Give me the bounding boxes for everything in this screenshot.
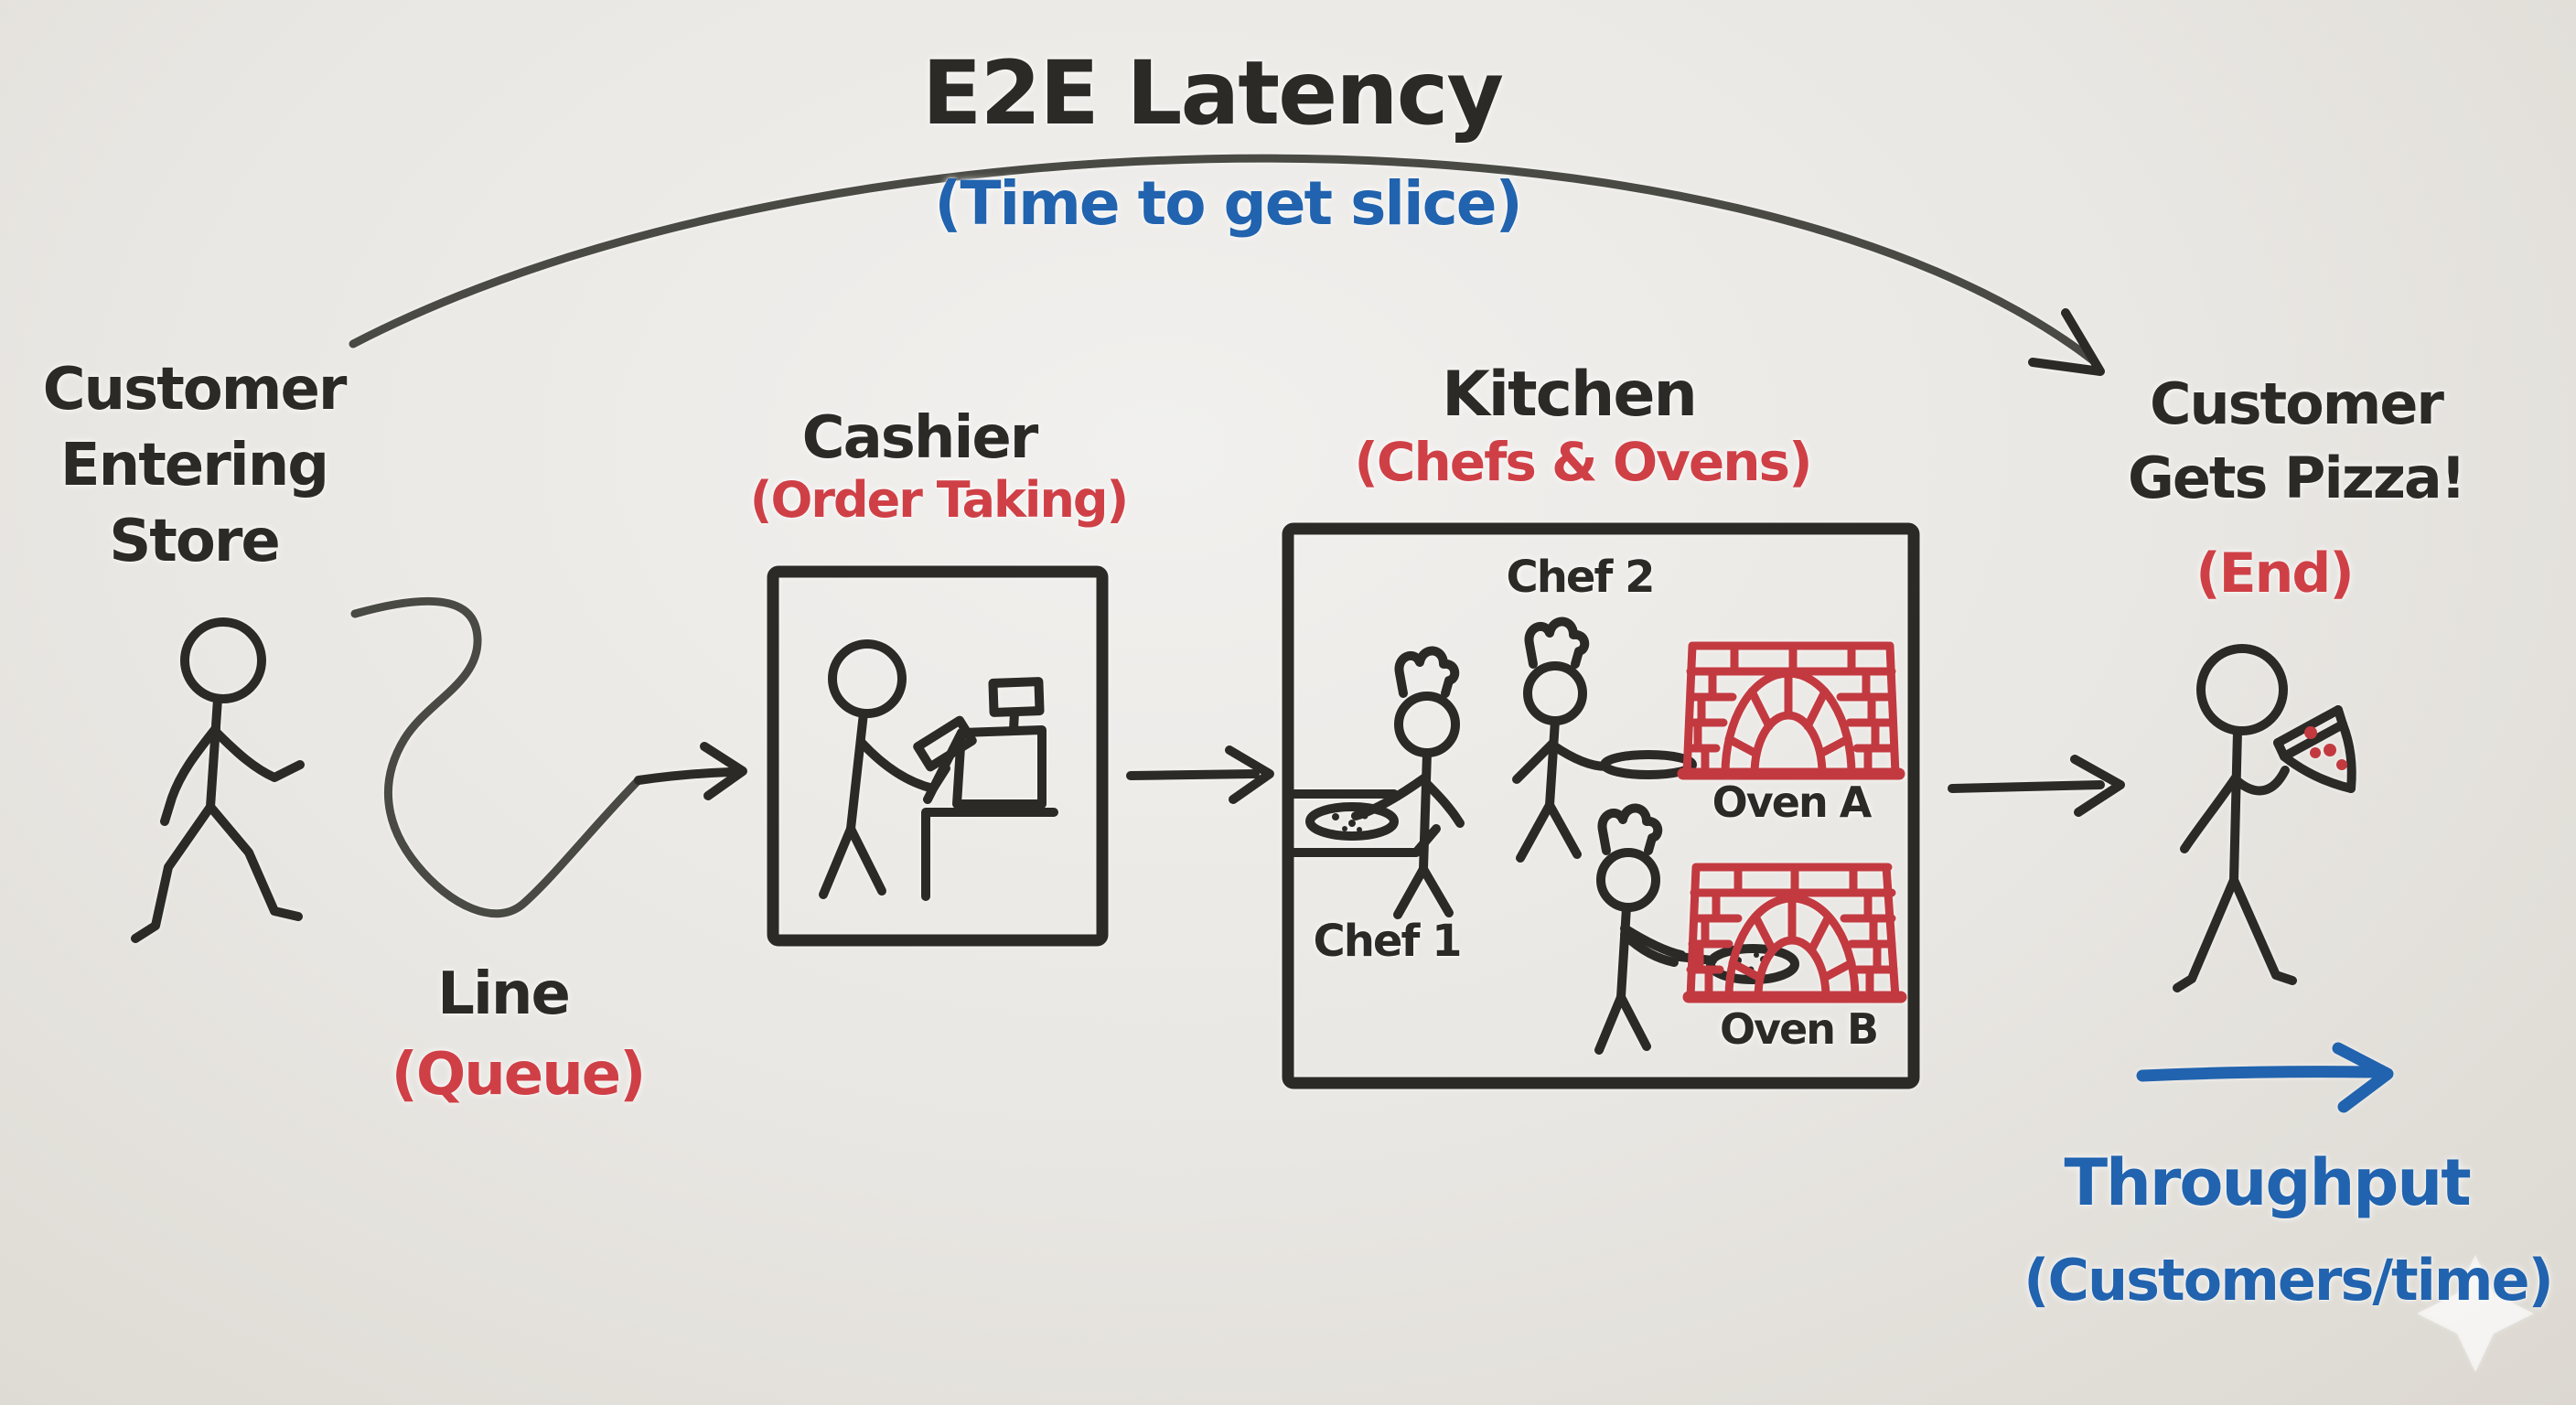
customer-gets-pizza-label: Customer Gets Pizza! [2127, 368, 2466, 515]
cashier-figure [819, 639, 977, 899]
oven-a-label: Oven A [1712, 778, 1873, 827]
page-subtitle: (Time to get slice) [934, 168, 1522, 239]
chef2-figure [1512, 617, 1697, 863]
kitchen-box [1282, 522, 1920, 1089]
oven-a-icon [1677, 641, 1905, 780]
chef1-label: Chef 1 [1313, 916, 1463, 967]
prep-table-line [1285, 789, 1441, 857]
queue-label: (Queue) [391, 1041, 647, 1109]
customer-gets-line1: Customer [2149, 370, 2444, 437]
flow-arrow-kitchen-to-customer [1948, 755, 2125, 817]
oven-b-label: Oven B [1719, 1004, 1879, 1054]
throughput-label: Throughput [2064, 1145, 2471, 1220]
end-label: (End) [2195, 542, 2354, 606]
customer-entering-line2: Entering [59, 432, 329, 500]
watermark-sparkle-icon [2417, 1255, 2534, 1372]
chef1-pizza-icon [1305, 802, 1399, 841]
queue-squiggle-line [350, 596, 643, 918]
pizza-slice-icon [2273, 705, 2356, 793]
cash-register-icon [921, 677, 1058, 901]
customer-entering-line1: Customer [42, 356, 348, 424]
customer-gets-line2: Gets Pizza! [2127, 444, 2466, 511]
chefs-and-ovens-label: (Chefs & Ovens) [1354, 431, 1812, 493]
throughput-arrow [2136, 1042, 2394, 1113]
line-label: Line [437, 960, 571, 1028]
cashier-box [767, 565, 1109, 947]
chef1-figure [1351, 646, 1465, 919]
flow-arrow-cashier-to-kitchen [1126, 745, 1274, 804]
page-title: E2E Latency [921, 42, 1504, 145]
chef3-figure [1594, 803, 1717, 1055]
eating-customer-figure [2173, 644, 2297, 992]
customers-per-time-label: (Customers/time) [2023, 1247, 2554, 1314]
customer-entering-line3: Store [109, 508, 281, 576]
pizza-pan-icon [1600, 750, 1697, 779]
customer-entering-store-label: Customer Entering Store [42, 352, 348, 581]
order-taking-label: (Order Taking) [749, 471, 1129, 529]
cashier-label: Cashier [801, 404, 1039, 472]
oven-b-icon [1682, 863, 1907, 1003]
walking-customer-figure [131, 617, 305, 943]
chef2-label: Chef 2 [1506, 552, 1656, 603]
kitchen-label: Kitchen [1442, 359, 1698, 431]
flow-arrow-queue-to-cashier [634, 742, 747, 800]
latency-arc-arrow [349, 154, 2105, 376]
